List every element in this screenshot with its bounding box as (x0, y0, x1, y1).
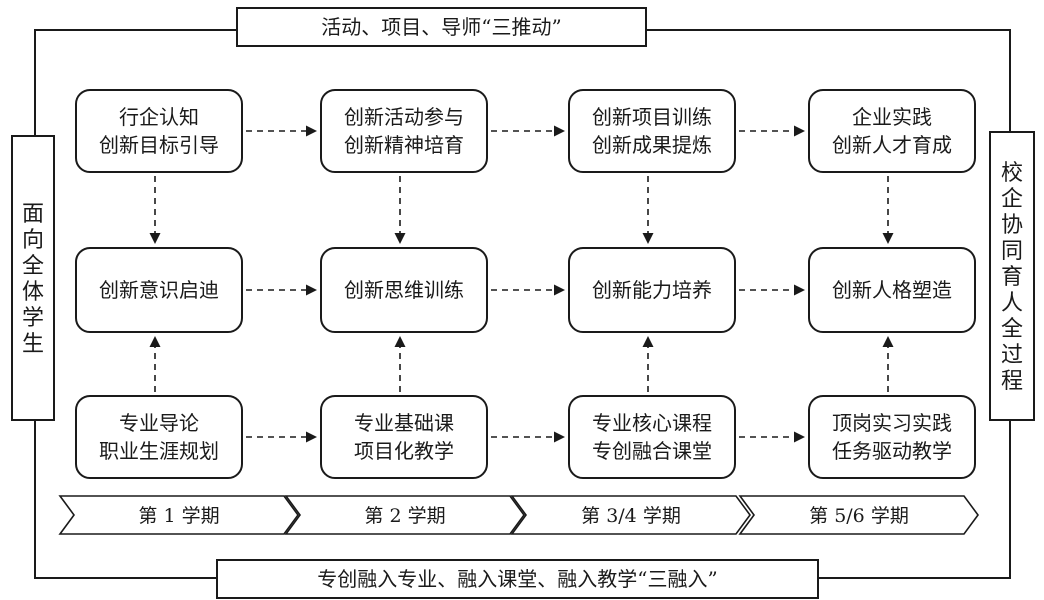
right-side-label-char: 程 (1001, 369, 1023, 394)
right-side-label-char: 企 (1001, 187, 1023, 212)
arrow-down-1 (149, 176, 161, 244)
arrow-top-3-to-4 (739, 125, 805, 137)
right-side-label-char: 校 (1001, 161, 1023, 186)
left-side-label-char: 向 (22, 228, 44, 253)
right-side-label-char: 育 (1001, 265, 1023, 290)
middle-box-2-line: 创新思维训练 (344, 278, 464, 302)
arrow-down-2 (394, 176, 406, 244)
top-box-3-line: 创新成果提炼 (592, 133, 712, 157)
top-box-2-line: 创新精神培育 (344, 133, 464, 157)
right-side-label-char: 过 (1001, 343, 1023, 368)
left-side-label-char: 生 (22, 332, 44, 357)
bottom-box-4-line: 任务驱动教学 (832, 439, 952, 463)
top-box-3-line: 创新项目训练 (592, 105, 712, 129)
middle-box-4-line: 创新人格塑造 (832, 278, 952, 302)
left-side-label-char: 体 (22, 280, 44, 305)
middle-box-1: 创新意识启迪 (75, 247, 243, 333)
arrow-bottom-2-to-3 (491, 431, 565, 443)
top-banner-text: 活动、项目、导师“三推动” (321, 15, 561, 39)
bottom-box-3-line: 专业核心课程 (592, 411, 712, 435)
arrow-bottom-1-to-2 (246, 431, 317, 443)
bottom-box-2-line: 专业基础课 (354, 411, 454, 435)
bottom-banner-text: 专创融入专业、融入课堂、融入教学“三融入” (317, 567, 717, 591)
semester-label: 第 2 学期 (364, 505, 445, 527)
bottom-box-1-line: 专业导论 (119, 411, 199, 435)
bottom-banner: 专创融入专业、融入课堂、融入教学“三融入” (216, 559, 819, 599)
arrow-down-4 (882, 176, 894, 244)
arrow-bottom-3-to-4 (739, 431, 805, 443)
semester-chevron-4: 第 5/6 学期 (738, 495, 979, 535)
semester-label: 第 5/6 学期 (809, 505, 909, 527)
top-box-1-line: 创新目标引导 (99, 133, 219, 157)
arrow-down-3 (642, 176, 654, 244)
bottom-box-4-line: 顶岗实习实践 (832, 411, 952, 435)
right-side-label-char: 全 (1001, 317, 1023, 342)
left-side-label-char: 面 (22, 202, 44, 227)
semester-chevron-1: 第 1 学期 (58, 495, 299, 535)
semester-label: 第 3/4 学期 (581, 505, 681, 527)
top-box-4-line: 创新人才育成 (832, 133, 952, 157)
middle-box-1-line: 创新意识启迪 (99, 278, 219, 302)
arrow-up-1 (149, 336, 161, 392)
arrow-up-2 (394, 336, 406, 392)
right-side-label-char: 协 (1001, 213, 1023, 238)
arrow-up-4 (882, 336, 894, 392)
bottom-box-3-line: 专创融合课堂 (592, 439, 712, 463)
middle-box-4: 创新人格塑造 (808, 247, 976, 333)
top-box-4-line: 企业实践 (852, 105, 932, 129)
middle-box-2: 创新思维训练 (320, 247, 488, 333)
middle-box-3-line: 创新能力培养 (592, 278, 712, 302)
left-side-label-char: 学 (22, 306, 44, 331)
right-side-label-char: 人 (1001, 291, 1023, 316)
top-box-1-line: 行企认知 (119, 105, 199, 129)
top-banner: 活动、项目、导师“三推动” (236, 7, 647, 47)
arrow-up-3 (642, 336, 654, 392)
arrow-mid-3-to-4 (739, 284, 805, 296)
arrow-top-1-to-2 (246, 125, 317, 137)
bottom-box-2-line: 项目化教学 (354, 439, 454, 463)
semester-chevron-3: 第 3/4 学期 (510, 495, 751, 535)
semester-label: 第 1 学期 (138, 505, 219, 527)
arrow-mid-2-to-3 (491, 284, 565, 296)
arrow-top-2-to-3 (491, 125, 565, 137)
bottom-box-1-line: 职业生涯规划 (99, 439, 219, 463)
top-box-2-line: 创新活动参与 (344, 105, 464, 129)
middle-box-3: 创新能力培养 (568, 247, 736, 333)
semester-chevron-2: 第 2 学期 (284, 495, 525, 535)
left-side-label-char: 全 (22, 254, 44, 279)
arrow-mid-1-to-2 (246, 284, 317, 296)
right-side-label-char: 同 (1001, 239, 1023, 264)
